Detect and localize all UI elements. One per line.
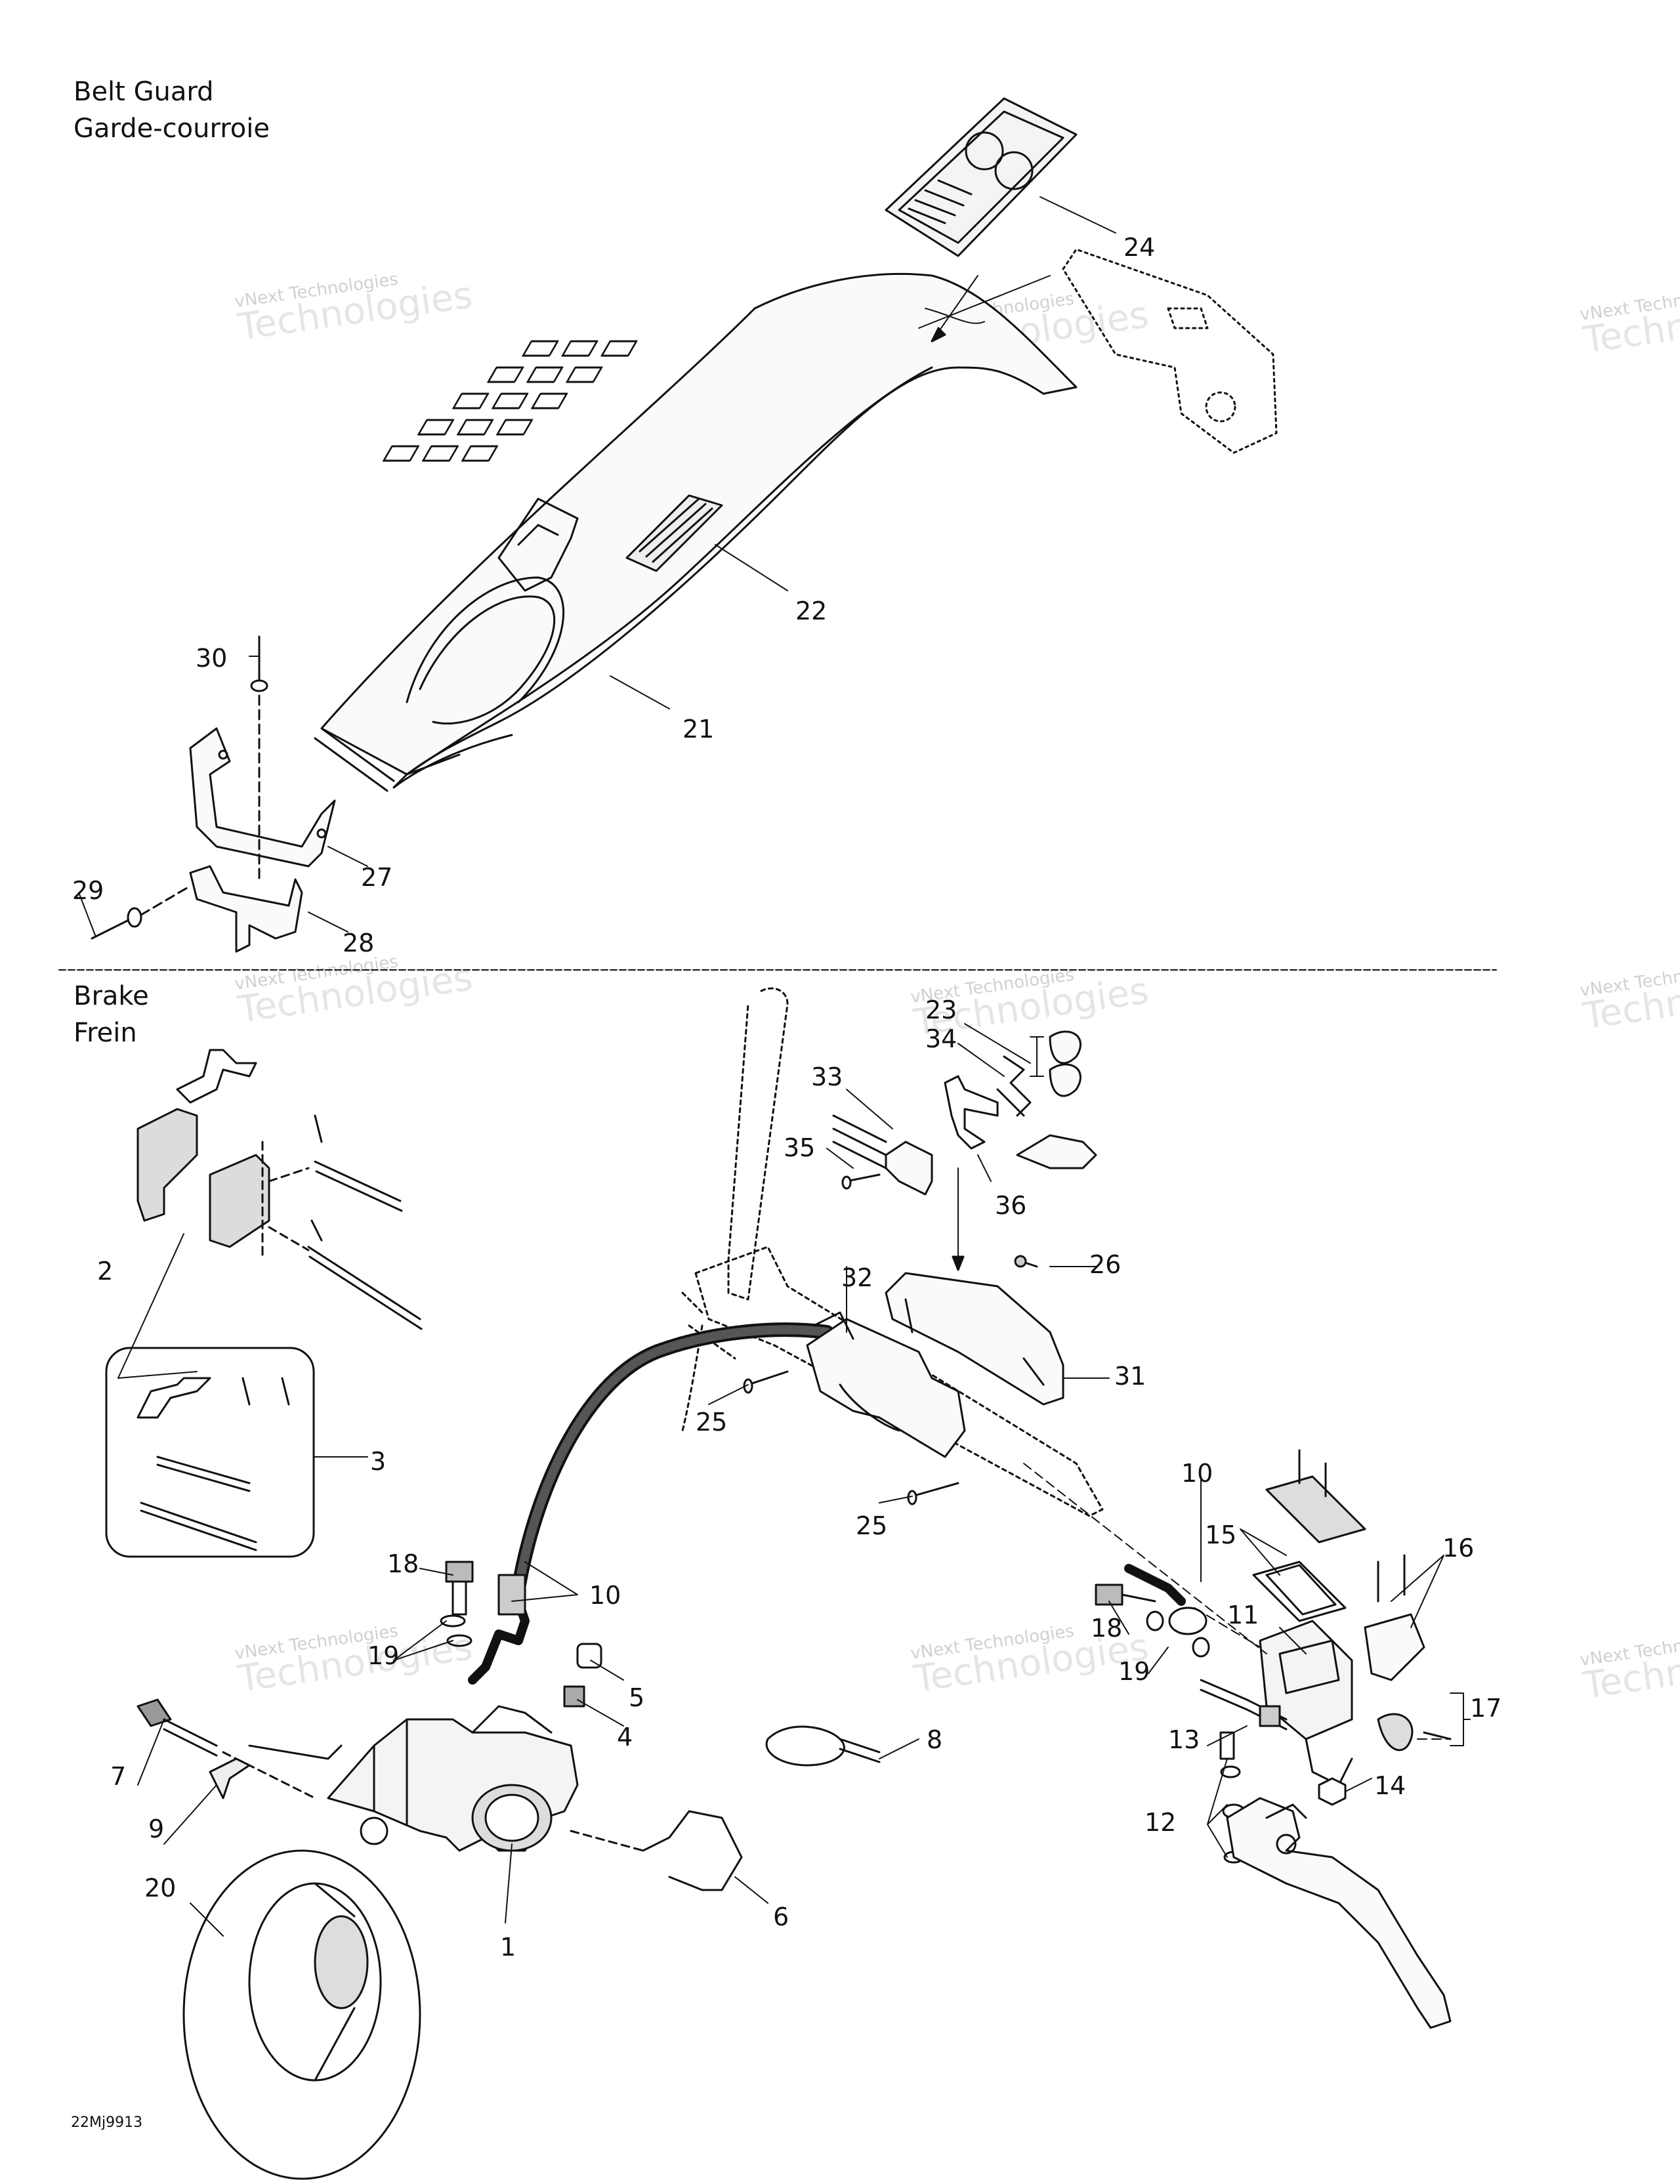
screw-part-25b: [907, 1482, 959, 1505]
brake-cover-part-31: [885, 1272, 1064, 1406]
bracket-part-27: [189, 727, 336, 868]
callout-labels: 24 22 21 30 27 28 29 23 34 33 35 36 32 2…: [72, 233, 1502, 1962]
pivot-nut-part-14: [1318, 1777, 1347, 1806]
vent-slots: [382, 340, 638, 462]
callout-24: 24: [1124, 233, 1155, 262]
brake-disc-part-20: [182, 1849, 421, 2180]
brake-pads-part-2: [136, 1108, 270, 1248]
callout-35: 35: [784, 1133, 815, 1162]
screw-part-35: [841, 1173, 881, 1190]
callout-22: 22: [795, 597, 827, 625]
brake-pad-kit-part-3: [105, 1347, 315, 1558]
callout-2: 2: [97, 1257, 113, 1286]
rivet-part-30: [250, 635, 268, 881]
clip-part-23: [1049, 1030, 1082, 1097]
banjo-bolt-part-18a: [440, 1561, 474, 1647]
hose-guard-part-32: [806, 1311, 966, 1458]
hose-fitting-part-10b: [1124, 1564, 1208, 1635]
callout-28: 28: [343, 929, 374, 957]
decal-part-24: [885, 97, 1078, 257]
callout-12: 12: [1144, 1808, 1176, 1837]
callout-36: 36: [995, 1191, 1026, 1220]
belt-guard-title-en: Belt Guard: [74, 77, 214, 107]
brake-lever: [1226, 1797, 1452, 2029]
brake-hose-part-10: [468, 1322, 834, 1685]
callout-1: 1: [500, 1933, 516, 1962]
switch-bracket-part-33: [832, 1114, 933, 1196]
belt-guard-title: Belt Guard Garde-courroie: [74, 74, 270, 147]
callout-6: 6: [773, 1902, 789, 1931]
callout-9: 9: [148, 1815, 164, 1843]
belt-guard-title-fr: Garde-courroie: [74, 114, 270, 144]
retainer-part-9: [209, 1744, 343, 1799]
bleeder-cap-part-5: [576, 1643, 602, 1669]
plate-part-36: [944, 1075, 999, 1150]
banjo-bolt-part-18b: [1095, 1584, 1210, 1658]
callout-10a: 10: [589, 1581, 621, 1610]
callout-19b: 19: [1118, 1657, 1150, 1686]
drawing-code: 22Mj9913: [71, 2114, 143, 2131]
switch-part-17: [1377, 1713, 1452, 1752]
callout-13: 13: [1168, 1725, 1200, 1754]
caliper-part-1: [327, 1705, 579, 1852]
callout-32: 32: [841, 1263, 873, 1292]
callout-8: 8: [927, 1725, 942, 1754]
clamp-part-16: [1364, 1554, 1425, 1681]
callout-31: 31: [1114, 1362, 1146, 1391]
label-part-22: [625, 494, 723, 572]
bracket-reference: [1062, 248, 1278, 454]
callout-7: 7: [110, 1762, 126, 1791]
callout-10b: 10: [1181, 1459, 1213, 1488]
master-cylinder-part-11: [1259, 1620, 1353, 1786]
callout-25a: 25: [696, 1408, 727, 1437]
callout-18a: 18: [387, 1549, 419, 1578]
callout-15: 15: [1205, 1521, 1236, 1549]
leader-lines-belt: [78, 196, 1116, 936]
brake-title-fr: Frein: [74, 1018, 137, 1048]
callout-27: 27: [361, 863, 392, 892]
handlebar-reference: [681, 987, 1104, 1517]
callout-17: 17: [1470, 1694, 1502, 1723]
callout-14: 14: [1374, 1771, 1406, 1800]
bracket-part-28: [189, 865, 303, 953]
callout-33: 33: [811, 1062, 843, 1091]
pad-spring-clip: [176, 1049, 257, 1104]
rivet-part-29: [91, 885, 192, 940]
callout-16: 16: [1442, 1534, 1474, 1563]
callout-30: 30: [196, 644, 227, 673]
callout-4: 4: [617, 1723, 633, 1752]
cable-tie-part-8: [765, 1725, 881, 1767]
callout-34: 34: [925, 1024, 957, 1053]
callout-26: 26: [1089, 1250, 1121, 1279]
brake-title-en: Brake: [74, 981, 149, 1011]
reservoir-cover-part-15: [1252, 1449, 1366, 1622]
connector-part-36b: [1016, 1134, 1097, 1169]
pushrod-part-13: [1200, 1679, 1288, 1731]
callout-21: 21: [682, 715, 714, 744]
callout-25b: 25: [856, 1511, 887, 1540]
callout-18b: 18: [1091, 1614, 1122, 1643]
brake-line-part-6: [570, 1810, 743, 1891]
brake-title: Brake Frein: [74, 978, 149, 1051]
callout-19a: 19: [368, 1641, 399, 1670]
screw-part-26: [1014, 1255, 1038, 1268]
leader-lines-brake: [117, 1023, 1471, 1937]
callout-29: 29: [72, 876, 104, 905]
bleeder-part-4: [563, 1685, 585, 1708]
screw-part-25a: [743, 1370, 789, 1394]
callout-20: 20: [144, 1874, 176, 1902]
callout-5: 5: [629, 1683, 644, 1712]
callout-23: 23: [925, 996, 957, 1024]
callout-11: 11: [1227, 1601, 1259, 1629]
assembly-lines-right: [1023, 1463, 1451, 1740]
callout-3: 3: [370, 1447, 386, 1476]
clip-part-34: [996, 1055, 1032, 1117]
pad-pins: [261, 1114, 423, 1330]
